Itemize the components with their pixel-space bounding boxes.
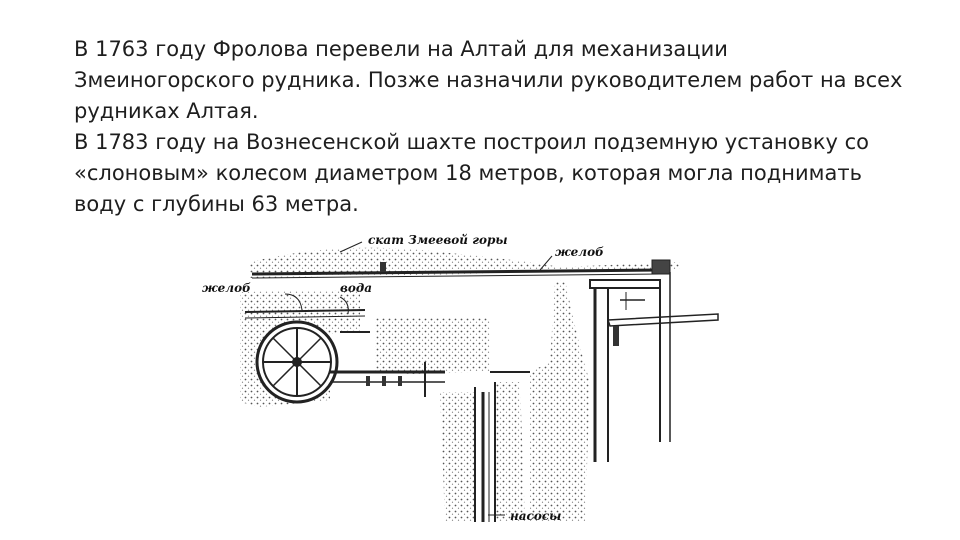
label-chute-top: желоб (555, 245, 604, 259)
surface-chute (251, 268, 661, 276)
mine-installation-diagram: скат Змеевой горы желоб желоб вода насос… (190, 222, 730, 538)
rock-shaft-left (440, 392, 475, 522)
label-slope: скат Змеевой горы (368, 233, 508, 247)
label-pumps: насосы (510, 509, 561, 523)
label-water: вода (340, 281, 372, 295)
head-frame (589, 279, 661, 289)
elephant-wheel (255, 320, 339, 404)
paragraph-2: В 1783 году на Вознесенской шахте постро… (74, 130, 870, 216)
rock-middle (375, 317, 490, 374)
left-chute (244, 309, 366, 313)
paragraph-1: В 1763 году Фролова перевели на Алтай дл… (74, 37, 903, 123)
label-chute-left: желоб (202, 281, 251, 295)
rock-shaft-right (495, 382, 525, 522)
rock-right (530, 280, 590, 522)
slide-text: В 1763 году Фролова перевели на Алтай дл… (74, 34, 904, 220)
